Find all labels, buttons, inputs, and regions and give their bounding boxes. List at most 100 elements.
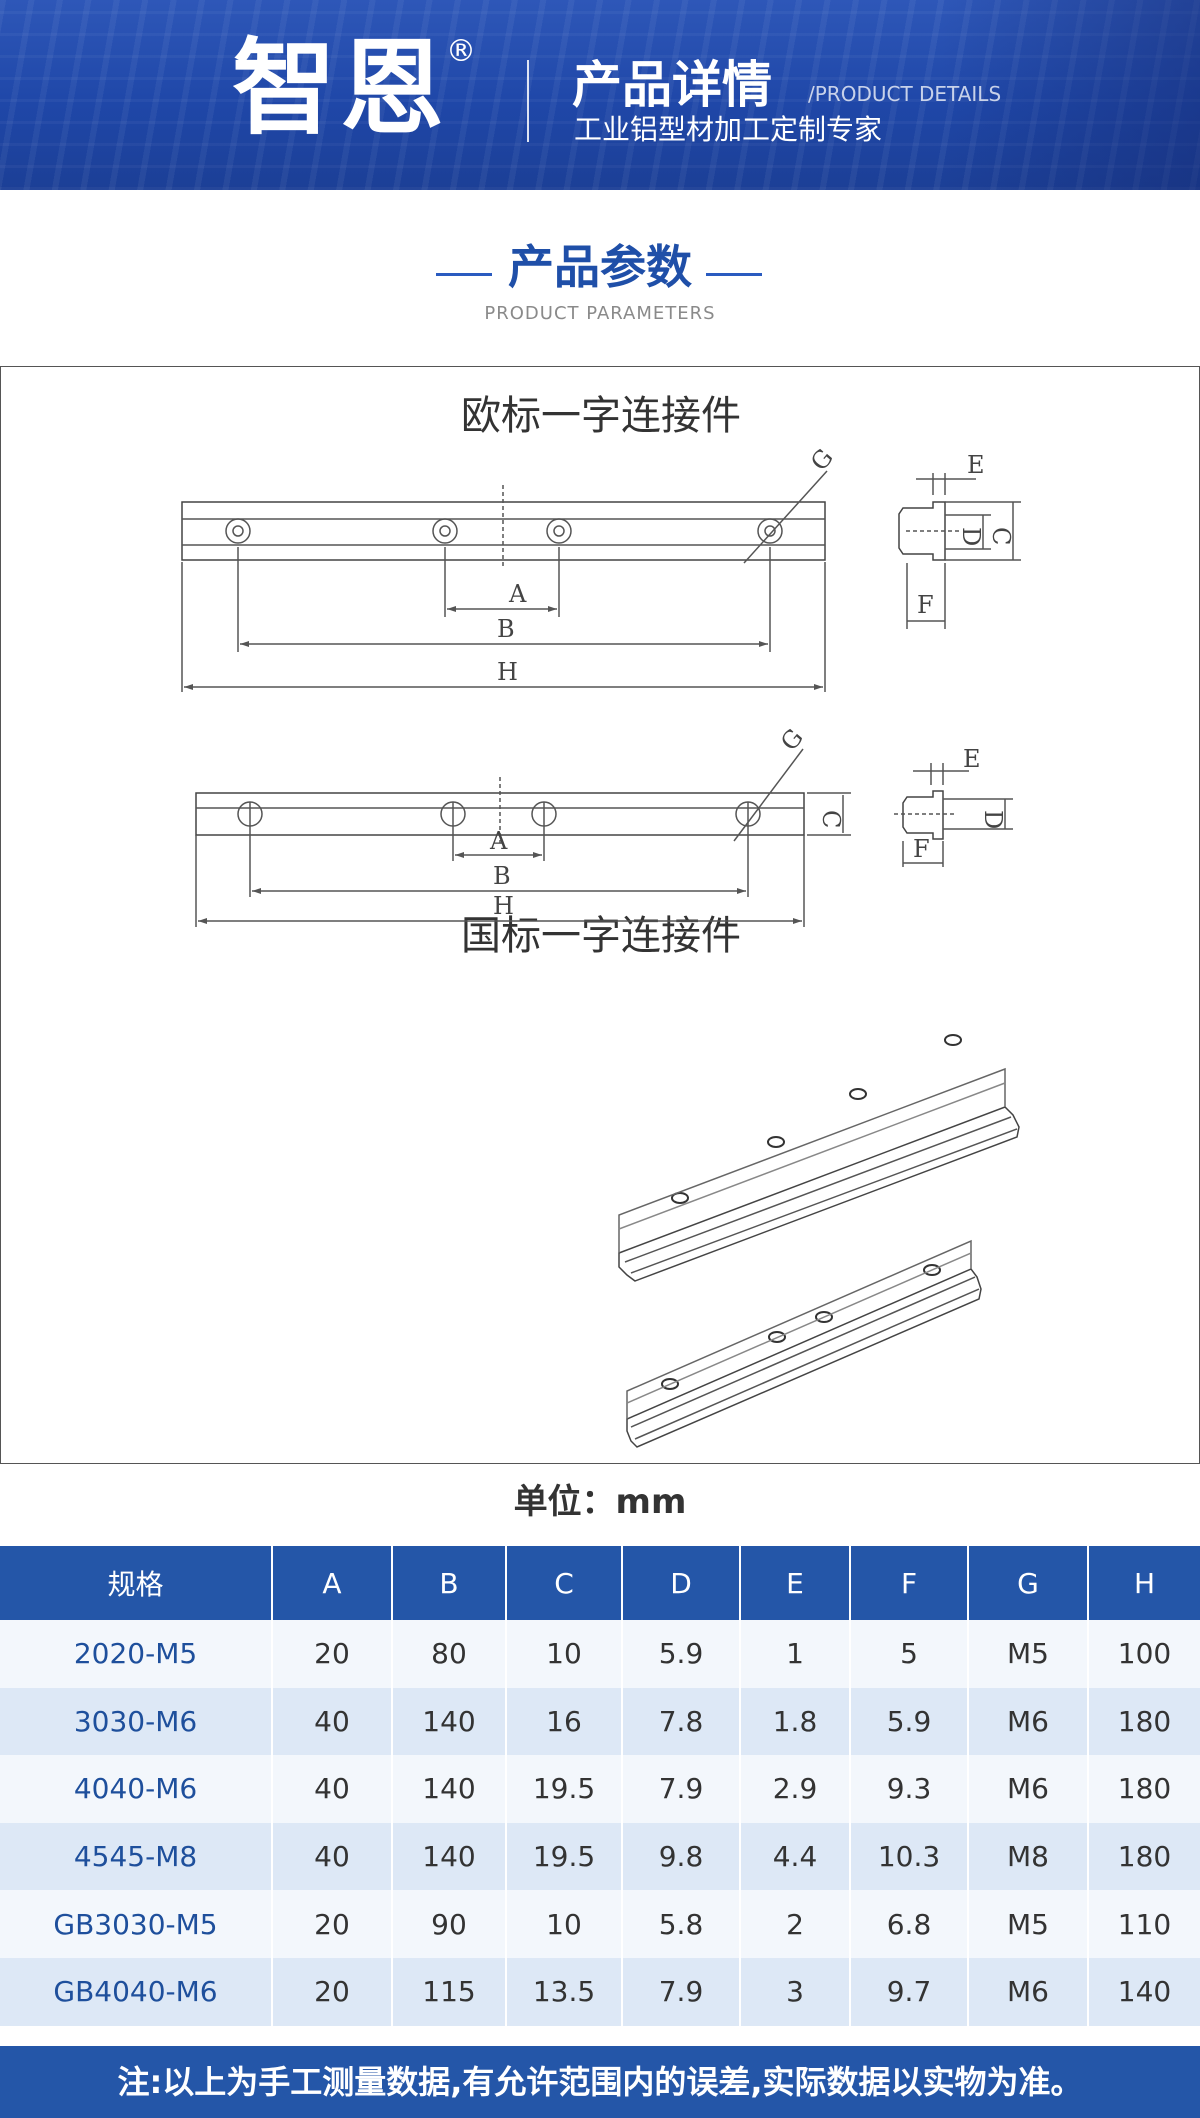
- table-cell: 5.8: [622, 1890, 741, 1958]
- euro-label-g: G: [805, 443, 839, 476]
- euro-hole: [757, 518, 783, 544]
- table-cell: 5.9: [622, 1620, 741, 1688]
- spec-table: 规格 A B C D E F G H 2020-M5 20 80 10 5.9 …: [0, 1546, 1200, 2026]
- gb-side-view: E D F: [894, 745, 1013, 867]
- table-row: GB4040-M6 20 115 13.5 7.9 3 9.7 M6 140: [0, 1957, 1200, 2026]
- drawing-panel: 欧标一字连接件 国标一字连接件 A B H G: [0, 366, 1200, 1464]
- euro-label-d: D: [957, 527, 985, 546]
- column-header-d: D: [622, 1546, 741, 1620]
- table-cell: 19.5: [506, 1822, 623, 1891]
- euro-hole: [546, 518, 572, 544]
- gb-3d-view: [626, 1239, 982, 1448]
- table-cell: 100: [1088, 1620, 1200, 1688]
- footer-note: 注:以上为手工测量数据,有允许范围内的误差,实际数据以实物为准。: [0, 2046, 1200, 2118]
- table-cell-spec: GB4040-M6: [0, 1957, 273, 2026]
- header-title: 产品详情: [572, 56, 772, 114]
- table-cell: 40: [272, 1822, 393, 1891]
- table-row: 4545-M8 40 140 19.5 9.8 4.4 10.3 M8 180: [0, 1822, 1200, 1891]
- table-cell: 140: [392, 1822, 507, 1891]
- table-cell: 3: [740, 1957, 851, 2026]
- column-header-b: B: [392, 1546, 507, 1620]
- table-cell: 5.9: [850, 1687, 969, 1756]
- table-cell: 180: [1088, 1687, 1200, 1756]
- table-cell-spec: 2020-M5: [0, 1620, 273, 1688]
- table-cell: 140: [392, 1755, 507, 1823]
- table-cell: 140: [392, 1687, 507, 1756]
- column-header-f: F: [850, 1546, 969, 1620]
- table-cell: 7.8: [622, 1687, 741, 1756]
- table-cell: 180: [1088, 1822, 1200, 1891]
- table-row: GB3030-M5 20 90 10 5.8 2 6.8 M5 110: [0, 1890, 1200, 1958]
- table-cell: 2.9: [740, 1755, 851, 1823]
- section-rule-right: [706, 273, 762, 276]
- table-cell: 110: [1088, 1890, 1200, 1958]
- table-cell: 40: [272, 1755, 393, 1823]
- registered-mark: ®: [446, 34, 476, 69]
- table-cell-spec: 3030-M6: [0, 1687, 273, 1756]
- column-header-g: G: [968, 1546, 1089, 1620]
- euro-label-b: B: [497, 615, 515, 643]
- table-cell: 10: [506, 1620, 623, 1688]
- table-header-row: 规格 A B C D E F G H: [0, 1546, 1200, 1620]
- column-header-e: E: [740, 1546, 851, 1620]
- table-cell: M8: [968, 1822, 1089, 1891]
- header-subtitle: 工业铝型材加工定制专家: [574, 113, 883, 146]
- table-cell: 1: [740, 1620, 851, 1688]
- table-cell: 9.7: [850, 1957, 969, 2026]
- table-cell: 16: [506, 1687, 623, 1756]
- euro-label-a: A: [508, 580, 527, 608]
- table-row: 2020-M5 20 80 10 5.9 1 5 M5 100: [0, 1620, 1200, 1688]
- table-cell: 40: [272, 1687, 393, 1756]
- table-cell: 20: [272, 1890, 393, 1958]
- table-cell: 4.4: [740, 1822, 851, 1891]
- table-cell: 19.5: [506, 1755, 623, 1823]
- gb-hole: [237, 801, 263, 827]
- header-title-en: /PRODUCT DETAILS: [808, 82, 1002, 106]
- table-cell: 7.9: [622, 1755, 741, 1823]
- table-cell: 20: [272, 1957, 393, 2026]
- column-header-h: H: [1088, 1546, 1200, 1620]
- section-rule-left: [436, 273, 492, 276]
- table-cell: M6: [968, 1755, 1089, 1823]
- gb-label-f: F: [913, 835, 930, 863]
- table-cell: 9.3: [850, 1755, 969, 1823]
- table-cell: M6: [968, 1957, 1089, 2026]
- euro-label-f: F: [917, 591, 934, 619]
- euro-side-view: E D C F: [898, 451, 1021, 629]
- unit-label: 单位：mm: [513, 1482, 687, 1522]
- euro-drawing-title: 欧标一字连接件: [461, 393, 741, 439]
- table-cell: 1.8: [740, 1687, 851, 1756]
- table-cell: 9.8: [622, 1822, 741, 1891]
- table-cell: 10: [506, 1890, 623, 1958]
- table-cell: M5: [968, 1620, 1089, 1688]
- brand-logo: 智恩: [232, 27, 449, 149]
- euro-hole: [432, 518, 458, 544]
- table-cell: M6: [968, 1687, 1089, 1756]
- euro-front-view: A B H G: [181, 443, 839, 692]
- gb-label-d: D: [979, 810, 1007, 829]
- gb-front-view: C A B H G: [195, 723, 851, 927]
- table-cell: 5: [850, 1620, 969, 1688]
- table-cell-spec: 4545-M8: [0, 1822, 273, 1891]
- gb-label-h: H: [493, 892, 514, 920]
- table-cell: 2: [740, 1890, 851, 1958]
- euro-label-c: C: [987, 527, 1015, 545]
- header-banner: 智恩 ® 产品详情 /PRODUCT DETAILS 工业铝型材加工定制专家: [0, 0, 1200, 190]
- table-cell: 180: [1088, 1755, 1200, 1823]
- section-title: 产品参数: [508, 240, 692, 294]
- technical-drawings: A B H G E D C F: [181, 443, 1021, 1448]
- section-subtitle: PRODUCT PARAMETERS: [484, 303, 716, 324]
- table-cell: 13.5: [506, 1957, 623, 2026]
- column-header-c: C: [506, 1546, 623, 1620]
- table-row: 3030-M6 40 140 16 7.8 1.8 5.9 M6 180: [0, 1687, 1200, 1756]
- table-cell: 7.9: [622, 1957, 741, 2026]
- table-cell-spec: GB3030-M5: [0, 1890, 273, 1958]
- table-cell: 90: [392, 1890, 507, 1958]
- gb-label-a: A: [489, 827, 508, 855]
- gb-label-e: E: [963, 745, 981, 773]
- table-cell: M5: [968, 1890, 1089, 1958]
- table-cell-spec: 4040-M6: [0, 1755, 273, 1823]
- gb-hole: [531, 801, 557, 827]
- gb-label-g: G: [775, 723, 809, 756]
- gb-hole: [440, 801, 466, 827]
